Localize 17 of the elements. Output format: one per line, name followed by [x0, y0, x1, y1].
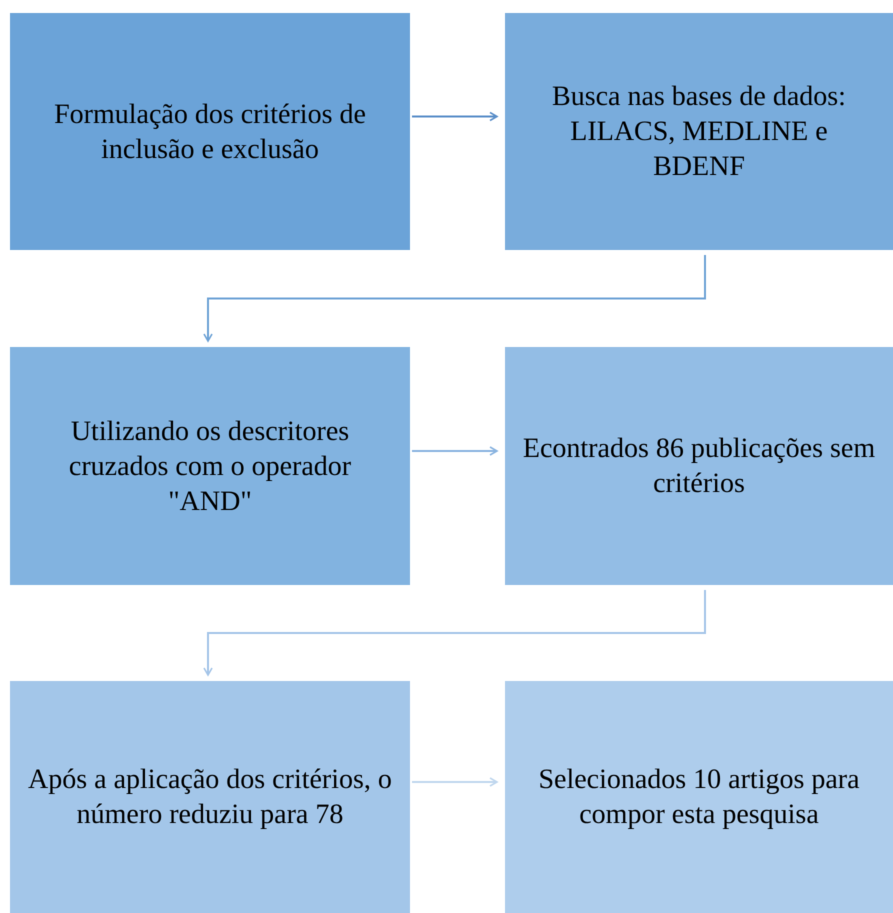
box-text: Utilizando os descritores cruzados com o operador "AND" — [68, 414, 352, 518]
process-box — [10, 13, 410, 250]
box-text: Formulação dos critérios de inclusão e exclusão — [53, 98, 367, 166]
process-box — [505, 681, 893, 913]
arrow — [203, 255, 706, 342]
arrow — [412, 446, 498, 456]
process-box — [10, 681, 410, 913]
arrow — [412, 112, 498, 122]
process-box — [505, 347, 893, 585]
box-text: Econtrados 86 publicações sem critérios — [522, 432, 876, 501]
box-text: Após a aplicação dos critérios, o número reduziu para 78 — [27, 763, 393, 832]
process-box — [10, 347, 410, 585]
arrow — [203, 590, 706, 676]
arrow — [412, 777, 498, 787]
process-box — [505, 13, 893, 250]
box-text: Busca nas bases de dados: LILACS, MEDLINE e BDENF — [551, 80, 847, 184]
box-text: Selecionados 10 artigos para compor esta pesquisa — [537, 763, 861, 832]
